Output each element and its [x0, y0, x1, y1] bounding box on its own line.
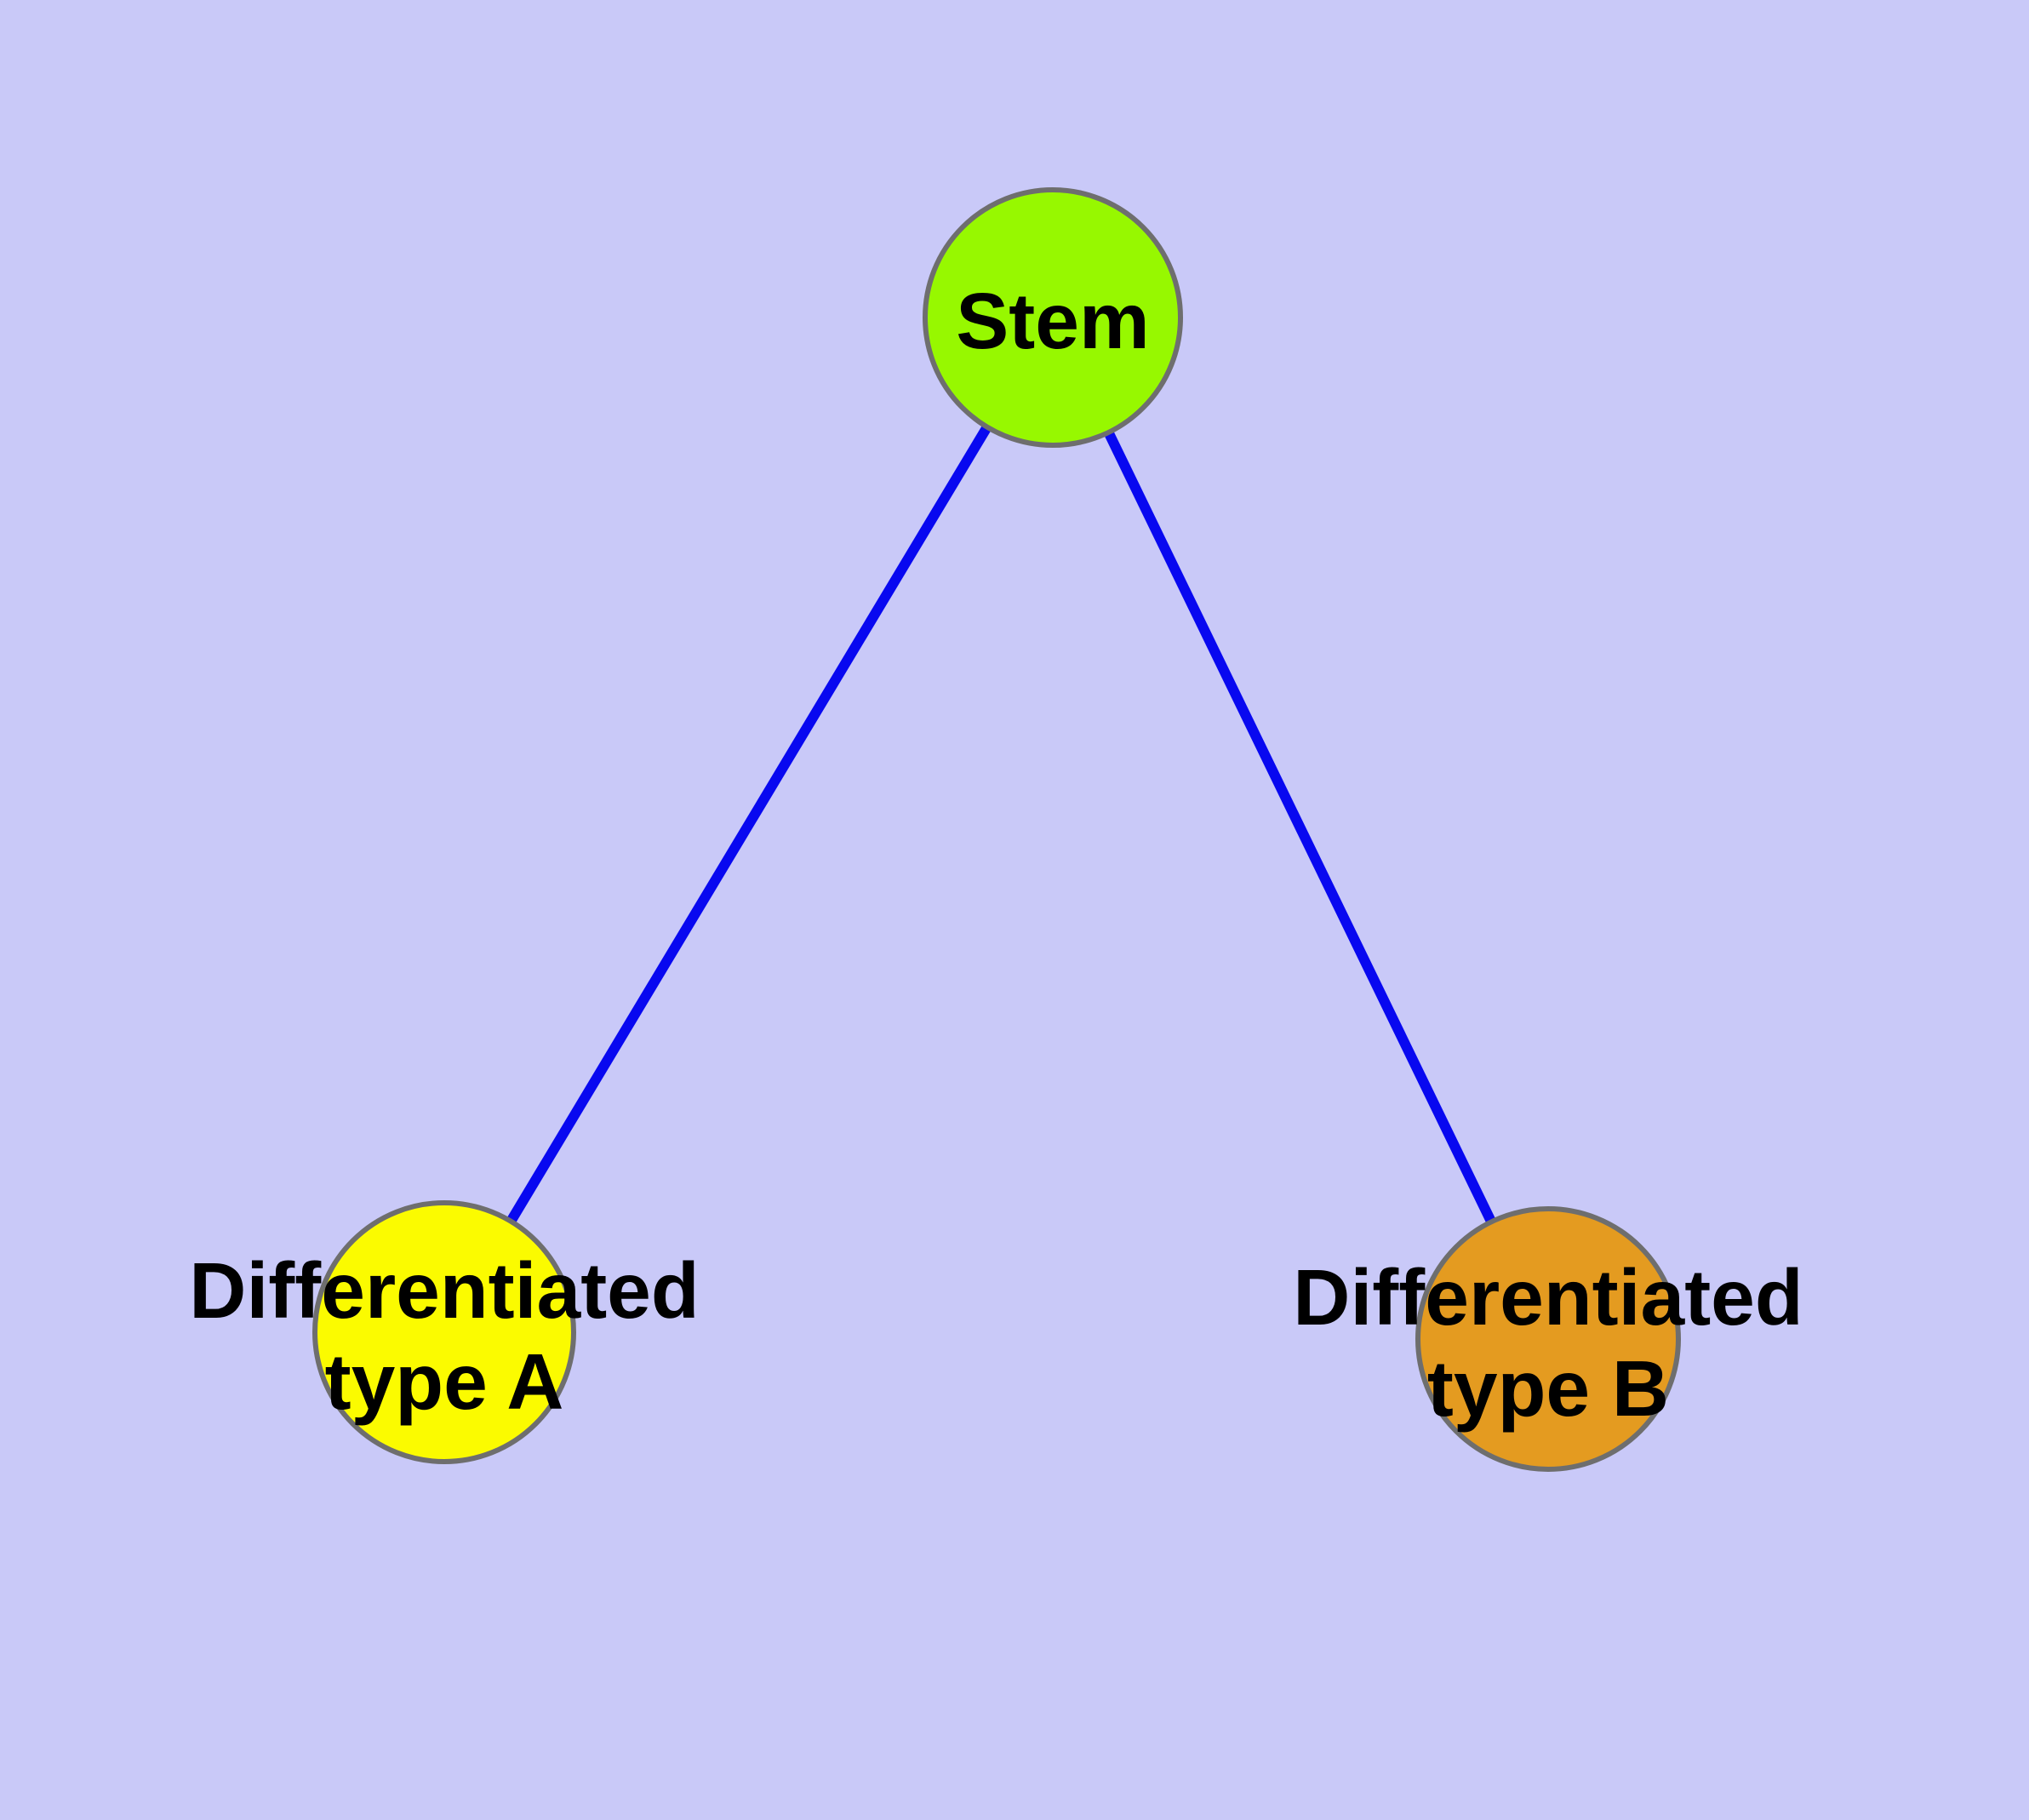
edge-stem-to-type-a: [439, 314, 1058, 1336]
node-differentiated-type-a[interactable]: Differentiated type A: [189, 1200, 700, 1464]
node-differentiated-type-b-circle[interactable]: [1415, 1206, 1681, 1472]
edge-stem-to-type-b: [1048, 315, 1553, 1342]
node-differentiated-type-a-circle[interactable]: [312, 1200, 576, 1464]
node-stem-circle[interactable]: [923, 187, 1183, 448]
node-differentiated-type-a-label-line2: type A: [325, 1337, 564, 1426]
node-stem-label: Stem: [956, 277, 1149, 365]
node-differentiated-type-b-label-line2: type B: [1427, 1344, 1669, 1433]
node-stem[interactable]: Stem: [923, 187, 1183, 448]
node-differentiated-type-a-label-line1: Differentiated: [189, 1246, 699, 1335]
node-differentiated-type-b-label-line1: Differentiated: [1293, 1253, 1803, 1342]
node-differentiated-type-b[interactable]: Differentiated type B: [1293, 1206, 1803, 1472]
